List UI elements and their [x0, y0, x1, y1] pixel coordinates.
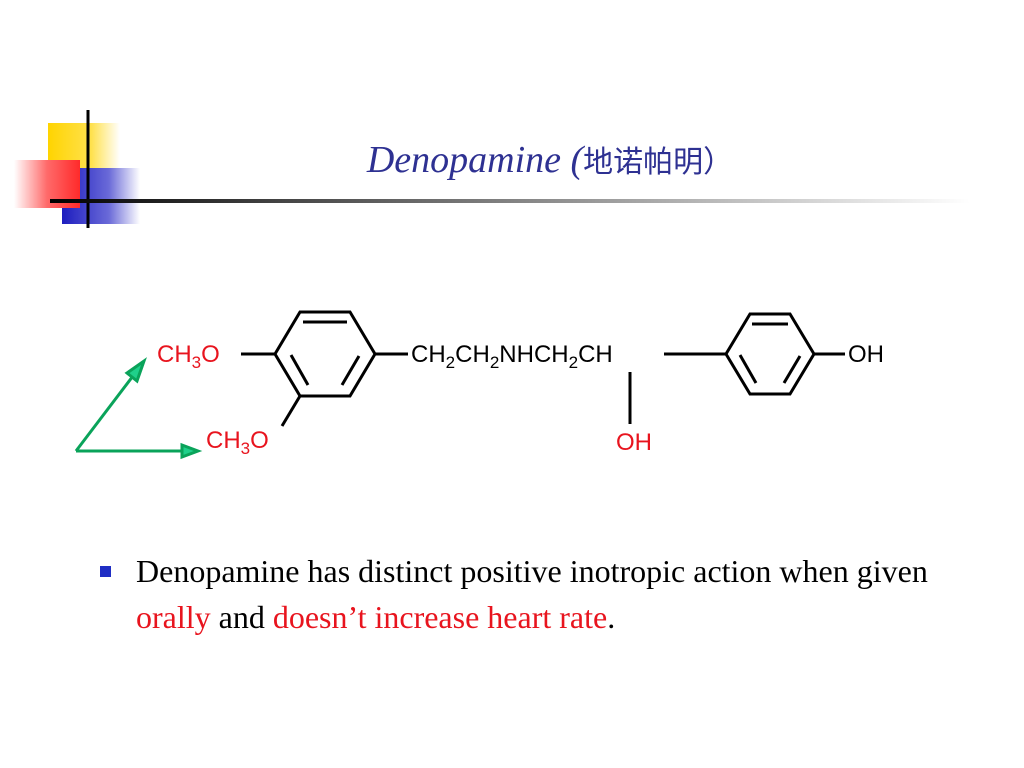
ring-hydroxyl-label: OH	[848, 341, 884, 368]
ring-left-double-2	[340, 355, 361, 386]
bullet-highlight-orally: orally	[136, 599, 211, 635]
methoxy-top-label: CH3O	[157, 341, 220, 372]
benzene-ring-left	[273, 310, 377, 398]
bond-och3-bottom	[280, 395, 302, 427]
bullet-text-2: and	[210, 599, 273, 635]
chemical-structure: CH3O CH3O CH2CH2NHCH2CH OH OH	[74, 310, 884, 460]
title-decoration	[14, 110, 970, 228]
square-bullet-icon	[100, 566, 111, 577]
ring-right-double-3	[738, 354, 758, 384]
slide-title: Denopamine (地诺帕明）	[300, 135, 800, 185]
benzene-ring-right	[724, 312, 816, 396]
methoxy-bottom-label: CH3O	[206, 427, 269, 458]
bullet-item: Denopamine has distinct positive inotrop…	[98, 548, 978, 640]
ring-left-double-3	[289, 354, 310, 386]
bullet-list: Denopamine has distinct positive inotrop…	[98, 548, 978, 640]
ring-right-double-2	[782, 355, 802, 384]
side-chain-label: CH2CH2NHCH2CH	[411, 341, 613, 372]
title-underline	[50, 199, 970, 203]
bullet-text-3: .	[607, 599, 616, 635]
title-chinese: 地诺帕明）	[583, 145, 734, 180]
bullet-highlight-heart-rate: doesn’t increase heart rate	[272, 599, 608, 635]
chain-hydroxyl-label: OH	[616, 429, 652, 456]
bullet-text-1: Denopamine has distinct positive inotrop…	[136, 553, 928, 589]
title-english: Denopamine (	[366, 139, 584, 181]
green-arrows	[74, 357, 203, 460]
